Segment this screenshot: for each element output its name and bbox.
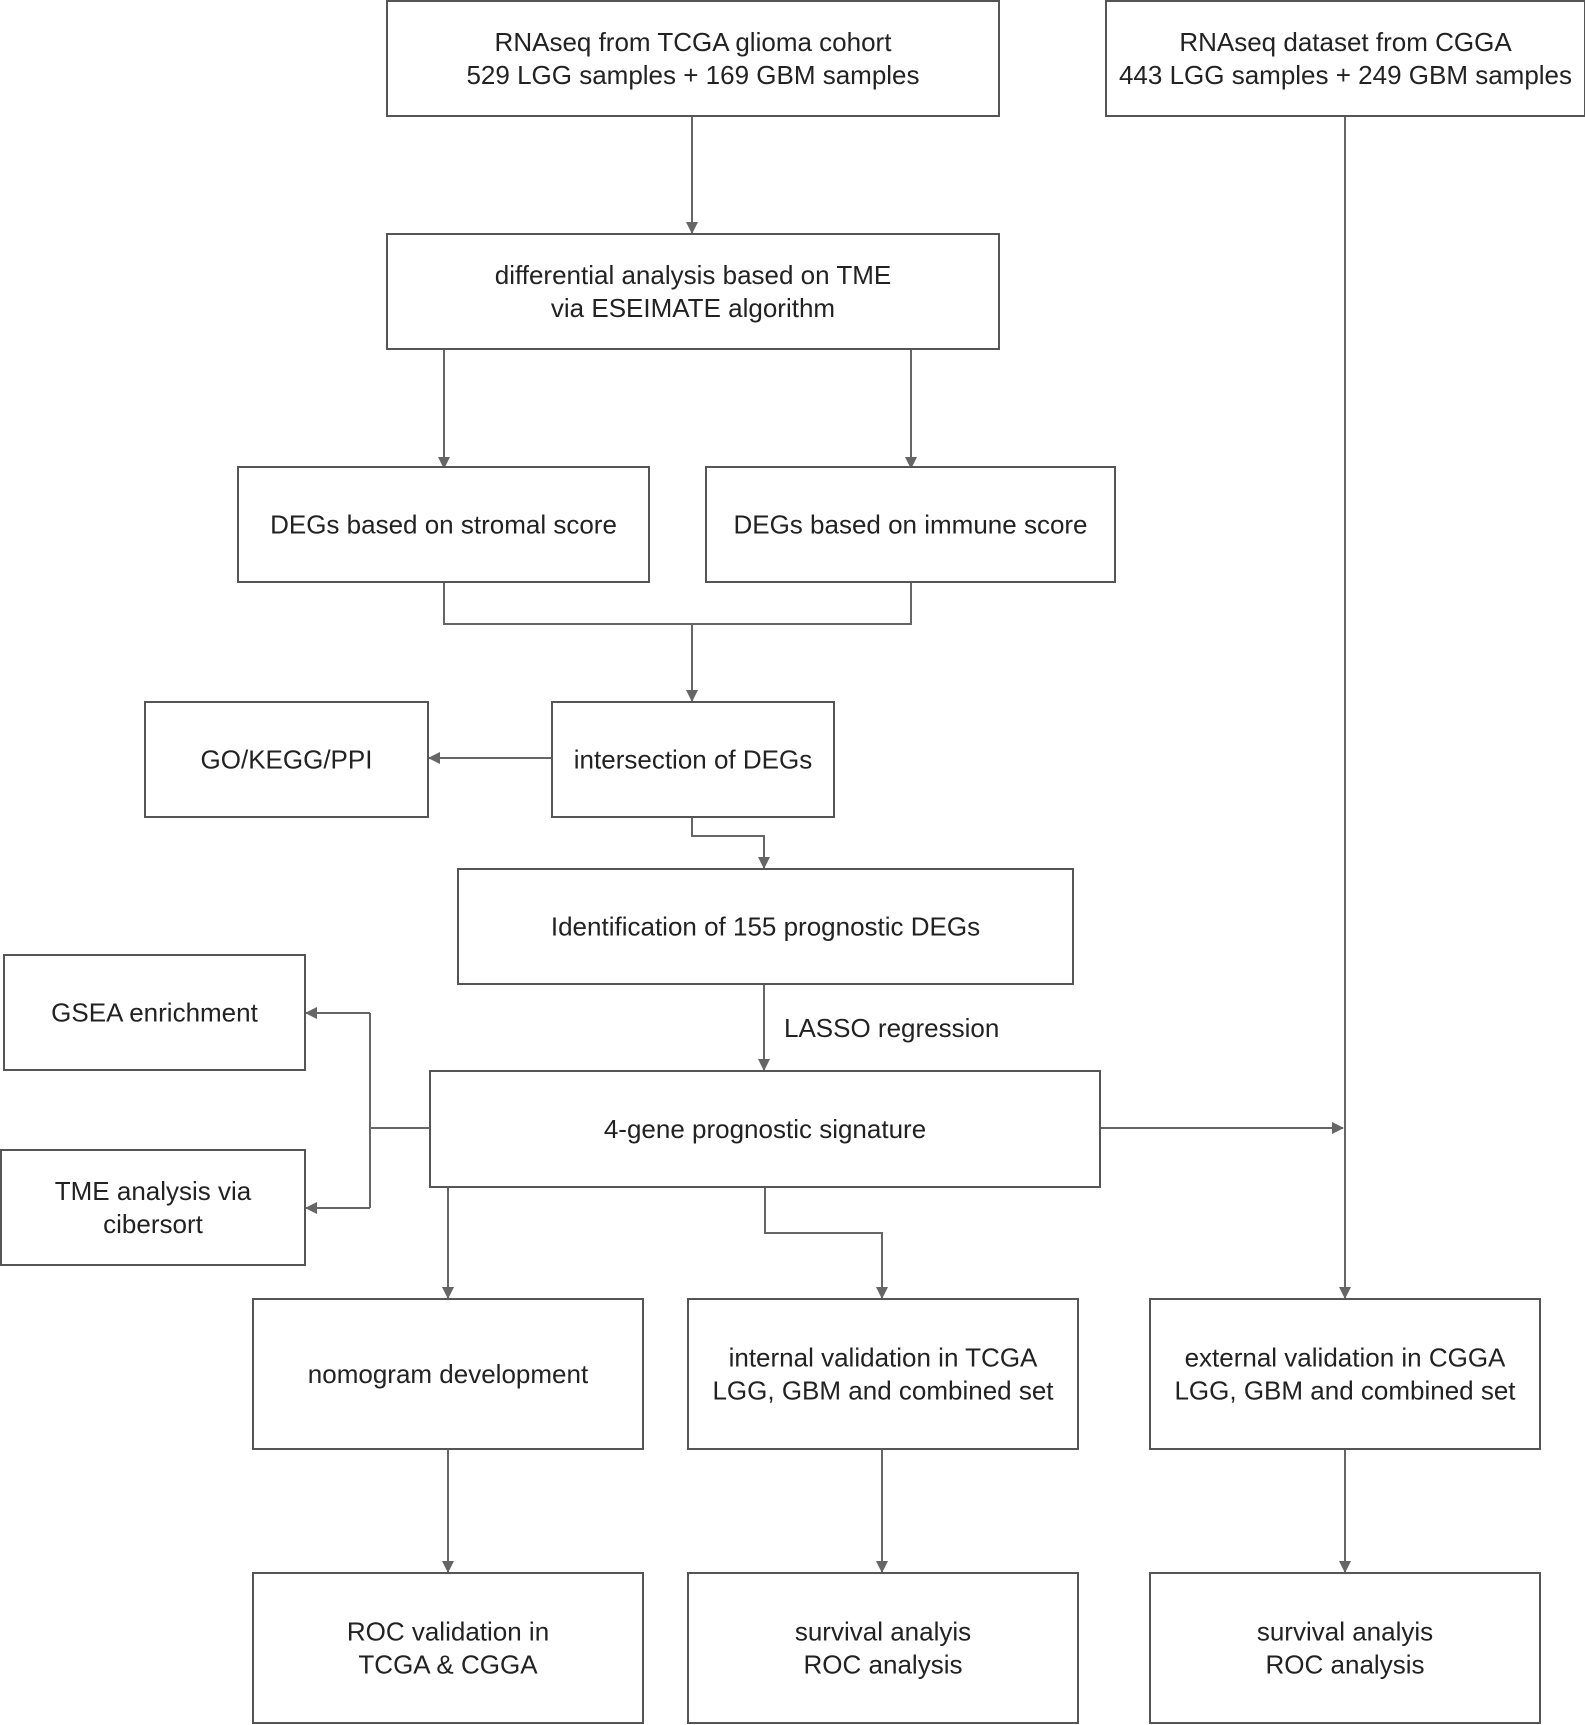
- box-text-line: 443 LGG samples + 249 GBM samples: [1119, 60, 1572, 90]
- box-text-line: survival analyis: [1257, 1617, 1433, 1647]
- box-text-line: TME analysis via: [55, 1176, 252, 1206]
- box-text-line: LGG, GBM and combined set: [712, 1376, 1054, 1406]
- box-text-line: LGG, GBM and combined set: [1174, 1376, 1516, 1406]
- box-frame: [252, 1572, 644, 1724]
- box-frame: [1149, 1298, 1541, 1450]
- box-frame: [429, 1070, 1101, 1188]
- edge-label-lasso: LASSO regression: [784, 1013, 999, 1043]
- box-frame: [1105, 0, 1585, 117]
- box-text-line: DEGs based on stromal score: [270, 510, 617, 540]
- box-frame: [1149, 1572, 1541, 1724]
- box-frame: [705, 466, 1116, 583]
- box-frame: [386, 233, 1000, 350]
- box-text-line: internal validation in TCGA: [729, 1343, 1038, 1373]
- box-text-line: cibersort: [103, 1209, 203, 1239]
- box-text-line: differential analysis based on TME: [495, 260, 892, 290]
- box-text-line: survival analyis: [795, 1617, 971, 1647]
- box-text-line: 4-gene prognostic signature: [604, 1114, 926, 1144]
- box-text-line: DEGs based on immune score: [733, 510, 1087, 540]
- box-text-line: RNAseq from TCGA glioma cohort: [495, 27, 893, 57]
- node-degs-immune: DEGs based on immune score: [705, 466, 1116, 583]
- box-frame: [252, 1298, 644, 1450]
- node-signature: 4-gene prognostic signature: [429, 1070, 1101, 1188]
- node-go-kegg: GO/KEGG/PPI: [144, 701, 429, 818]
- box-text-line: intersection of DEGs: [574, 745, 812, 775]
- box-text-line: GSEA enrichment: [51, 998, 258, 1028]
- box-text-line: ROC analysis: [804, 1650, 963, 1680]
- edge-signature-to-internal: [764, 1187, 888, 1299]
- node-intersection: intersection of DEGs: [551, 701, 835, 818]
- connectors: [305, 116, 1351, 1573]
- node-nomogram: nomogram development: [252, 1298, 644, 1450]
- node-prognostic-degs: Identification of 155 prognostic DEGs: [457, 868, 1074, 985]
- box-text-line: external validation in CGGA: [1185, 1343, 1506, 1373]
- node-degs-stromal: DEGs based on stromal score: [237, 466, 650, 583]
- box-text-line: 529 LGG samples + 169 GBM samples: [466, 60, 919, 90]
- box-text-line: TCGA & CGGA: [358, 1650, 538, 1680]
- box-frame: [144, 701, 429, 818]
- node-gsea: GSEA enrichment: [3, 954, 306, 1071]
- box-frame: [687, 1298, 1079, 1450]
- box-text-line: GO/KEGG/PPI: [201, 745, 373, 775]
- box-text-line: via ESEIMATE algorithm: [551, 293, 835, 323]
- box-frame: [457, 868, 1074, 985]
- box-frame: [687, 1572, 1079, 1724]
- box-frame: [386, 0, 1000, 117]
- edge-stromal-join: [443, 582, 912, 625]
- box-text-line: RNAseq dataset from CGGA: [1179, 27, 1512, 57]
- box-frame: [551, 701, 835, 818]
- box-frame: [3, 954, 306, 1071]
- box-text-line: Identification of 155 prognostic DEGs: [551, 912, 980, 942]
- box-text-line: ROC validation in: [347, 1617, 549, 1647]
- box-text-line: nomogram development: [308, 1359, 589, 1389]
- box-text-line: ROC analysis: [1266, 1650, 1425, 1680]
- edge-intersection-to-prognostic: [691, 817, 770, 869]
- box-frame: [0, 1149, 306, 1266]
- box-frame: [237, 466, 650, 583]
